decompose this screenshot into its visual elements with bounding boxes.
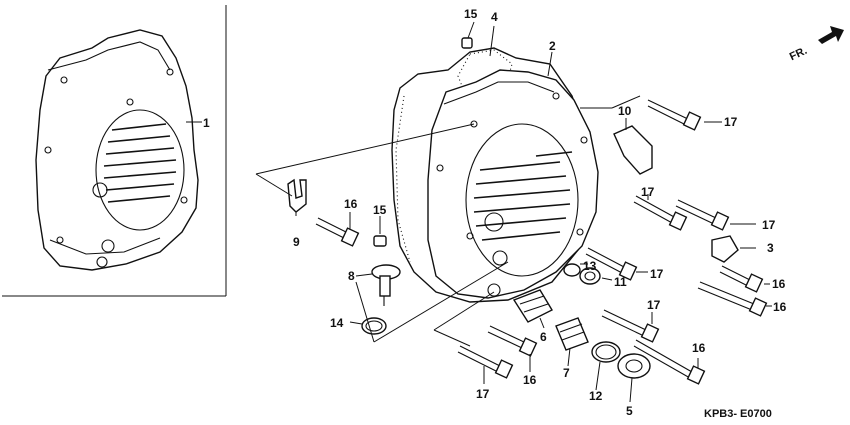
label-part-16-right-lower: 16 <box>773 300 787 314</box>
o-ring-13 <box>563 263 581 277</box>
clamp-3 <box>711 235 739 263</box>
bolt-middle-right <box>675 199 730 231</box>
label-part-5: 5 <box>626 404 633 418</box>
label-part-2: 2 <box>549 39 556 53</box>
label-part-11: 11 <box>614 275 627 289</box>
label-part-17-lower: 17 <box>647 298 661 312</box>
label-part-15-top: 15 <box>464 7 478 21</box>
drain-plug-5 <box>617 353 651 379</box>
clip-9 <box>287 178 307 213</box>
leader-lines <box>255 21 772 403</box>
main-cover <box>427 69 599 299</box>
bracket-10 <box>613 125 653 175</box>
label-part-12: 12 <box>589 389 603 403</box>
label-part-3: 3 <box>767 241 774 255</box>
front-direction-label: FR. <box>788 45 809 63</box>
cover-assembly-inset <box>35 29 202 271</box>
bolt-lower-right-16 <box>633 339 706 385</box>
label-part-16-left: 16 <box>344 197 358 211</box>
label-part-1: 1 <box>203 116 210 130</box>
inset-fins <box>103 123 177 203</box>
bolt-center <box>633 195 688 231</box>
label-part-14: 14 <box>330 316 344 330</box>
label-part-8: 8 <box>348 269 355 283</box>
strainer-6 <box>512 289 553 323</box>
label-part-17-bottom: 17 <box>476 387 490 401</box>
dipstick-8 <box>371 264 401 306</box>
o-ring-14 <box>361 317 387 335</box>
label-part-16-bottom-right: 16 <box>692 341 706 355</box>
inset-frame <box>2 5 227 297</box>
label-part-7: 7 <box>563 366 570 380</box>
label-part-6: 6 <box>540 330 547 344</box>
o-ring-12 <box>591 341 621 363</box>
label-part-13: 13 <box>583 259 597 273</box>
label-part-10: 10 <box>618 104 632 118</box>
bolt-right-16 <box>719 265 764 293</box>
bolt-right-16-lower <box>697 281 768 317</box>
collar-left <box>373 235 387 247</box>
spring-7 <box>555 317 589 351</box>
bolt-bottom-16 <box>487 325 538 357</box>
bolt-left-16 <box>315 217 360 247</box>
label-part-4: 4 <box>491 10 498 24</box>
part-labels: 1 2 3 4 5 6 7 8 9 10 11 12 13 14 15 15 1… <box>203 7 787 418</box>
label-part-9: 9 <box>293 235 300 249</box>
diagram-code: KPB3- E0700 <box>704 408 772 420</box>
label-part-17-center: 17 <box>641 185 655 199</box>
label-part-17-top-right: 17 <box>724 115 738 129</box>
label-part-17-right: 17 <box>762 218 776 232</box>
label-part-15-left: 15 <box>373 203 387 217</box>
seal-11 <box>579 267 601 285</box>
label-part-17-middle: 17 <box>650 267 664 281</box>
label-part-16-bottom: 16 <box>523 373 537 387</box>
front-direction-arrow: FR. <box>788 26 844 63</box>
bolt-lower-17 <box>601 309 660 343</box>
bolt-bottom-17 <box>457 345 514 379</box>
bolt-center-lower <box>585 247 638 281</box>
collar-top <box>461 37 473 49</box>
label-part-16-right: 16 <box>772 277 786 291</box>
main-cover-fins <box>473 151 573 241</box>
bolt-upper-right <box>647 99 702 131</box>
